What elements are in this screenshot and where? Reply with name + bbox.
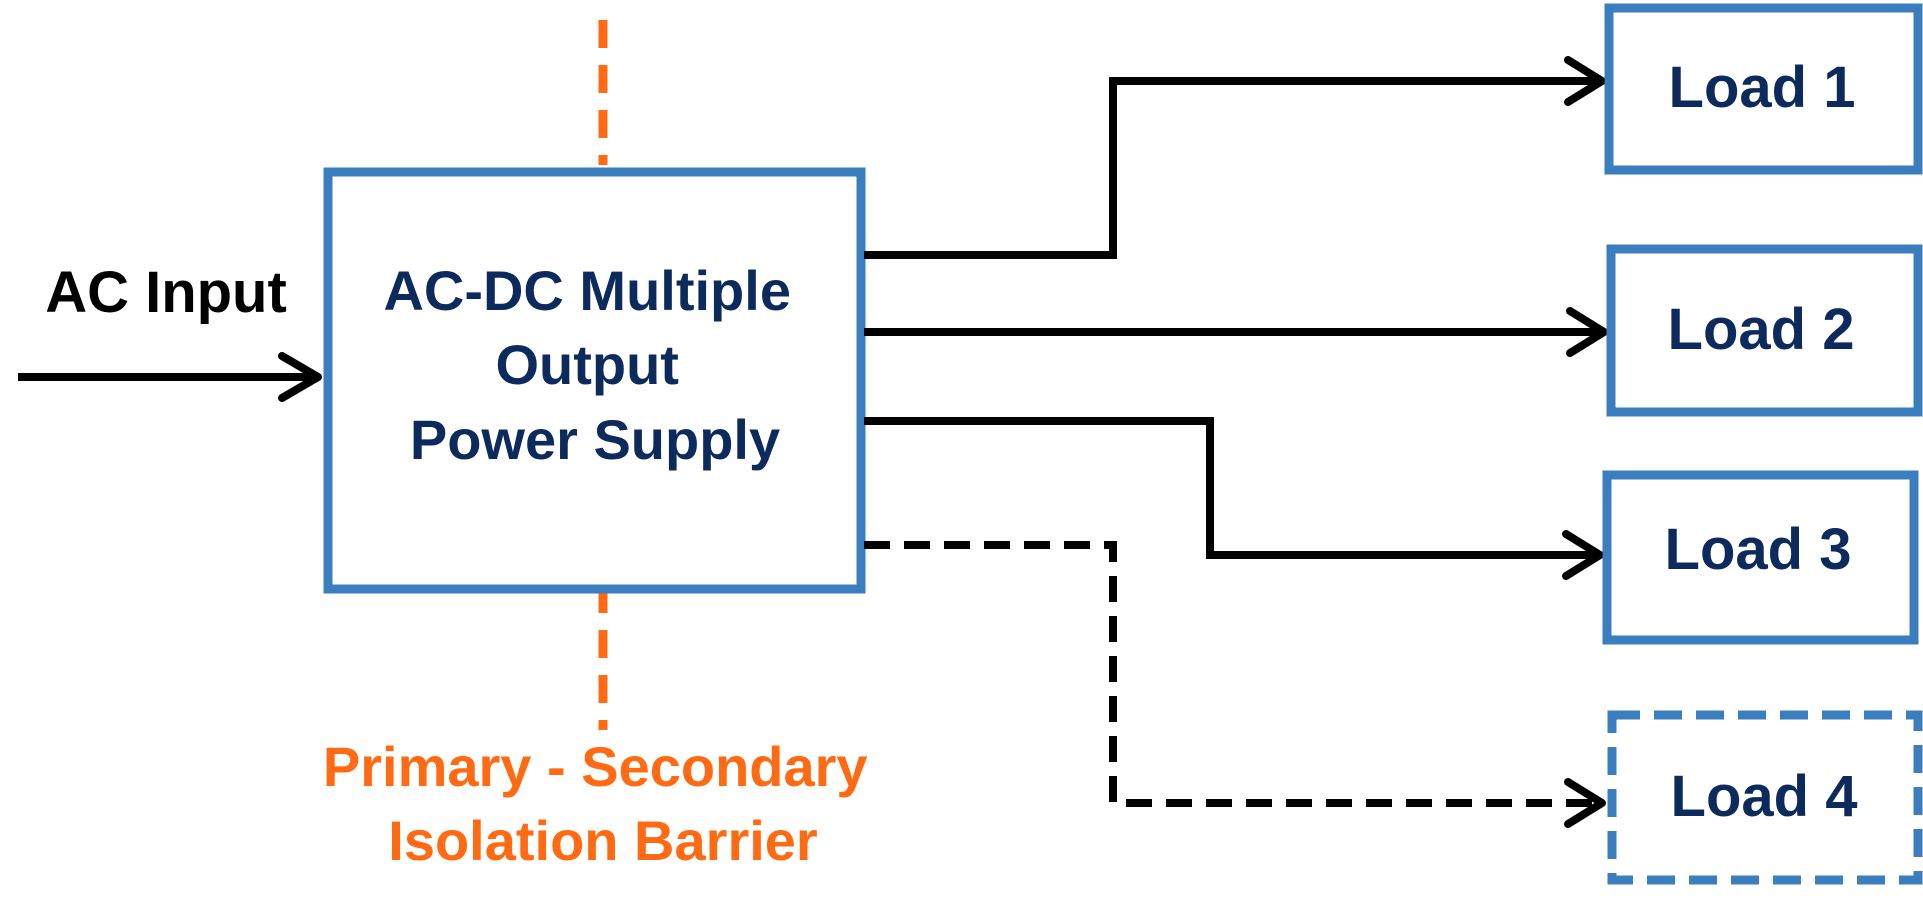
output-line-load-1 <box>864 77 1598 259</box>
isolation-barrier-label-line-1: Primary - Secondary <box>323 735 868 798</box>
load-box-3-label: Load 3 <box>1665 517 1852 582</box>
load-box-3-border <box>1602 470 1919 645</box>
load-box-1: Load 1 <box>1604 3 1923 175</box>
load-box-2-label: Load 2 <box>1668 297 1855 362</box>
isolation-barrier-label: Primary - Secondary Isolation Barrier <box>323 735 883 872</box>
output-arrow-head-load-4 <box>1564 778 1606 828</box>
output-arrow-head-load-1 <box>1564 56 1606 106</box>
output-line-load-4 <box>864 541 1598 807</box>
isolation-barrier-label-line-2: Isolation Barrier <box>388 809 817 872</box>
power-supply-label-line-3: Power Supply <box>410 408 780 471</box>
load-box-4: Load 4 <box>1607 710 1923 885</box>
load-box-4-border <box>1607 710 1923 885</box>
load-box-2-border <box>1606 244 1923 417</box>
power-supply-label-line-2: Output <box>495 333 678 396</box>
load-box-1-border <box>1604 3 1923 175</box>
load-box-4-label: Load 4 <box>1671 764 1858 829</box>
output-arrow-head-load-3 <box>1562 530 1604 580</box>
power-supply-label: AC-DC Multiple Output Power Supply <box>383 259 806 471</box>
output-line-load-3 <box>864 417 1596 559</box>
power-supply-label-line-1: AC-DC Multiple <box>383 259 791 322</box>
load-box-1-label: Load 1 <box>1669 55 1856 120</box>
ac-input-arrow-head <box>278 352 322 402</box>
power-supply-box <box>323 167 866 594</box>
load-box-3: Load 3 <box>1602 470 1919 645</box>
output-arrow-head-load-2 <box>1566 307 1608 357</box>
ac-input-label: AC Input <box>45 260 287 325</box>
load-box-2: Load 2 <box>1606 244 1923 417</box>
